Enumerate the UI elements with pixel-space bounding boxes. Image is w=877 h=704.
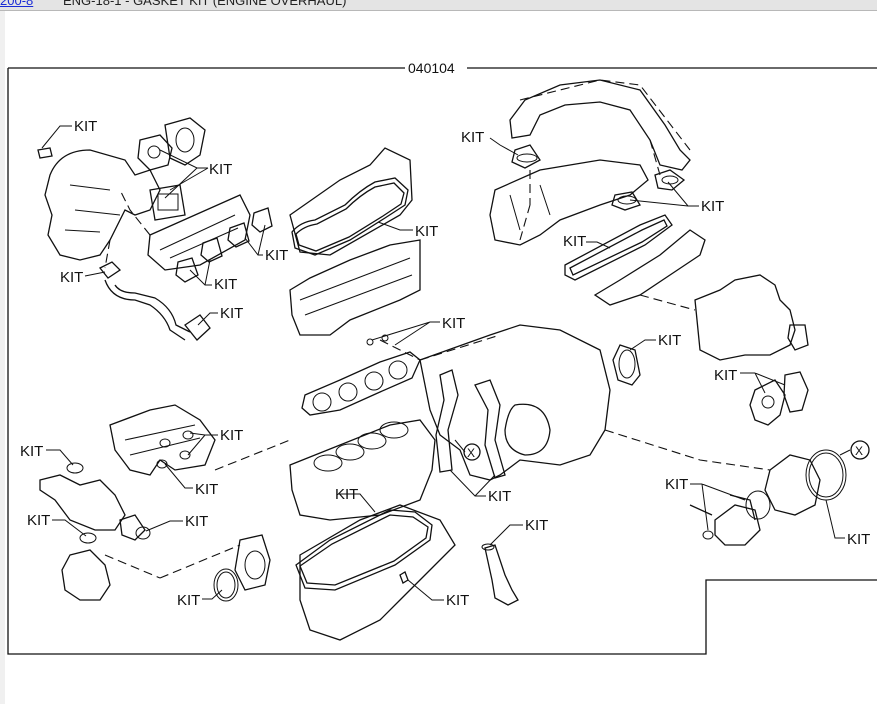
kit-callout[interactable]: KIT [220, 427, 243, 444]
kit-callout[interactable]: KIT [214, 276, 237, 293]
kit-callout[interactable]: KIT [525, 517, 548, 534]
kit-callout[interactable]: KIT [442, 315, 465, 332]
callout-leaders [41, 125, 851, 601]
reference-markers: X X [463, 440, 870, 461]
kit-callout[interactable]: KIT [701, 198, 724, 215]
kit-callouts: KIT KIT KIT KIT KIT KIT KIT KIT KIT KIT … [20, 118, 870, 609]
diagram-frame: 040104 [7, 60, 877, 655]
kit-callout[interactable]: KIT [209, 161, 232, 178]
kit-callout[interactable]: KIT [27, 512, 50, 529]
marker-label: X [855, 444, 863, 458]
left-scroll-strip [0, 11, 5, 704]
timing-cover-assembly [689, 274, 847, 546]
kit-callout[interactable]: KIT [177, 592, 200, 609]
oil-pan-assembly [213, 504, 519, 641]
kit-callout[interactable]: KIT [195, 481, 218, 498]
water-pump-assembly [39, 404, 216, 601]
kit-callout[interactable]: KIT [488, 488, 511, 505]
kit-callout[interactable]: KIT [74, 118, 97, 135]
kit-callout[interactable]: KIT [60, 269, 83, 286]
kit-callout[interactable]: KIT [847, 531, 870, 548]
header-bar: 200-8 ENG-18-1 - GASKET KIT (ENGINE OVER… [0, 0, 877, 11]
kit-callout[interactable]: KIT [20, 443, 43, 460]
figure-code: 040104 [408, 60, 455, 76]
kit-callout[interactable]: KIT [714, 367, 737, 384]
kit-callout[interactable]: KIT [563, 233, 586, 250]
reference-marker-x-left [463, 443, 481, 461]
reference-marker-x-right [850, 440, 870, 460]
kit-callout[interactable]: KIT [265, 247, 288, 264]
kit-callout[interactable]: KIT [461, 129, 484, 146]
parts-group-link[interactable]: 200-8 [0, 0, 34, 8]
cylinder-head-assembly [289, 147, 421, 416]
assembly-center-lines [104, 79, 771, 579]
kit-callout[interactable]: KIT [665, 476, 688, 493]
marker-label: X [467, 446, 475, 460]
kit-callout[interactable]: KIT [220, 305, 243, 322]
kit-callout[interactable]: KIT [446, 592, 469, 609]
exhaust-manifold-assembly [489, 79, 706, 306]
kit-callout[interactable]: KIT [335, 486, 358, 503]
intake-manifold-assembly [37, 117, 273, 341]
kit-callout[interactable]: KIT [658, 332, 681, 349]
page-title: ENG-18-1 - GASKET KIT (ENGINE OVERHAUL) [63, 0, 347, 8]
engine-block [289, 324, 641, 521]
kit-callout[interactable]: KIT [185, 513, 208, 530]
kit-callout[interactable]: KIT [415, 223, 438, 240]
